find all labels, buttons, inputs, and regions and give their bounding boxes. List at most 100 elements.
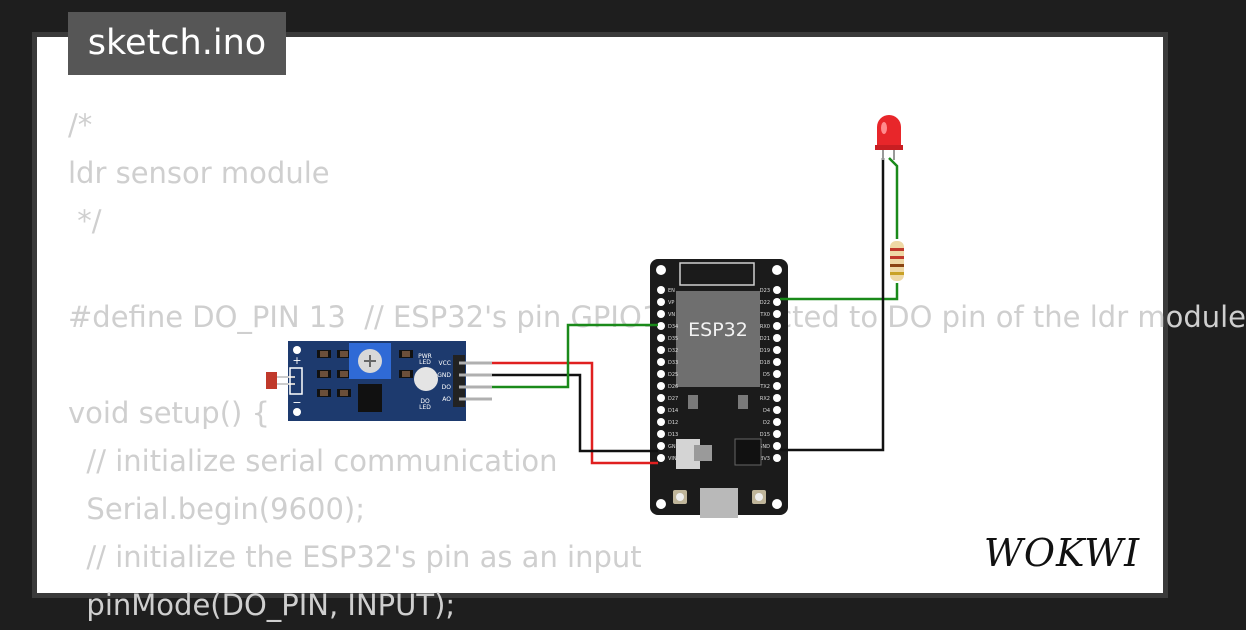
pin-d5[interactable] [773,370,781,378]
right-pin-header: D23D22TX0RX0D21D19D18D5TX2RX2D4D2D15GND3… [759,286,781,462]
pin-d21[interactable] [773,334,781,342]
smd-resistor-body [402,351,410,357]
pin-d13[interactable] [657,430,665,438]
pin-label: D32 [668,348,678,354]
code-line: // initialize the ESP32's pin as an inpu… [68,540,642,574]
sensor-socket [289,367,303,395]
smd-component [688,395,698,409]
pin-tx0[interactable] [773,310,781,318]
pin-d26[interactable] [657,382,665,390]
wire-vcc[interactable] [492,361,658,465]
smd-resistor-body [320,371,328,377]
resistor-band [890,264,904,267]
wire-gnd[interactable] [492,373,658,453]
pwr-led-label-2: LED [419,359,431,366]
usb-uart-chip [734,438,762,466]
regulator-tab [694,445,712,461]
pin-rx2[interactable] [773,394,781,402]
pin-gnd[interactable] [773,442,781,450]
pin-d15[interactable] [773,430,781,438]
wires [492,157,899,465]
boot-button-cap [676,493,684,501]
pin-label: D18 [760,360,770,366]
pin-d18[interactable] [773,358,781,366]
circuit-diagram: ESP32 ENVPVND34D35D32D33D25D26D27D14D12D… [266,115,1139,575]
code-preview: /*ldr sensor module */#define DO_PIN 13 … [68,101,1246,629]
pin-en[interactable] [657,286,665,294]
pin-vn[interactable] [657,310,665,318]
smd-resistor-group [317,350,413,397]
module-pin-label: GND [437,372,451,379]
pin-d4[interactable] [773,406,781,414]
pin-d32[interactable] [657,346,665,354]
resistor[interactable] [890,241,904,281]
module-pin-label: DO [442,384,452,391]
pin-d12[interactable] [657,418,665,426]
pin-d23[interactable] [773,286,781,294]
pin-label: D13 [668,432,678,438]
pin-rx0[interactable] [773,322,781,330]
pin-label: D14 [668,408,678,414]
mount-hole [656,499,666,509]
pin-gnd[interactable] [657,442,665,450]
pin-vin[interactable] [657,454,665,462]
mount-hole [772,265,782,275]
pin-d25[interactable] [657,370,665,378]
pwr-led-label-1: PWR [418,353,432,360]
pin-label: D23 [760,288,770,294]
pin-label: D12 [668,420,678,426]
smd-resistor-body [402,371,410,377]
pin-label: D27 [668,396,678,402]
pin-d35[interactable] [657,334,665,342]
pin-tx2[interactable] [773,382,781,390]
module-pin-label: VCC [439,360,451,367]
esp32-board[interactable]: ESP32 ENVPVND34D35D32D33D25D26D27D14D12D… [650,259,788,518]
pin-label: D21 [760,336,770,342]
wire-gnd-led[interactable] [780,158,885,452]
mount-hole [772,499,782,509]
led-rim [875,145,903,150]
pin-d22[interactable] [773,298,781,306]
smd-resistor-body [340,390,348,396]
resistor-band [890,256,904,259]
pin-label: VN [668,312,675,318]
module-pin-header: VCC GND DO AO [437,355,492,407]
pin-label: D2 [763,420,770,426]
module-pin-label: AO [442,396,451,403]
pin-d34[interactable] [657,322,665,330]
simulation-canvas[interactable]: /*ldr sensor module */#define DO_PIN 13 … [37,37,1246,622]
pin-d27[interactable] [657,394,665,402]
pin-label: D25 [668,372,678,378]
smd-resistor-body [340,351,348,357]
resistor-band [890,272,904,275]
do-led-label-1: DO [420,398,430,405]
mount-hole [656,265,666,275]
wire-do[interactable] [492,323,658,389]
wire-d23-resistor[interactable] [780,283,899,301]
pin-label: D35 [668,336,678,342]
pin-d19[interactable] [773,346,781,354]
pin-3v3[interactable] [773,454,781,462]
esp32-chip [676,291,760,387]
code-line: */ [68,204,102,238]
pin-label: VP [668,300,674,306]
pin-label: D15 [760,432,770,438]
pin-d2[interactable] [773,418,781,426]
pin-d14[interactable] [657,406,665,414]
potentiometer-slot [364,355,376,367]
pin-label: TX2 [759,384,770,390]
pin-label: GND [668,444,680,450]
pin-d33[interactable] [657,358,665,366]
pin-label: D26 [668,384,678,390]
wire-resistor-led[interactable] [888,157,899,239]
mount-hole [293,408,301,416]
red-led[interactable] [875,115,903,160]
pin-label: GND [759,444,771,450]
comparator-ic [358,384,382,412]
pin-vp[interactable] [657,298,665,306]
micro-usb-port[interactable] [700,488,738,518]
sketch-filename-badge: sketch.ino [68,12,286,75]
chip-label: ESP32 [688,319,748,341]
code-line: /* [68,108,93,142]
